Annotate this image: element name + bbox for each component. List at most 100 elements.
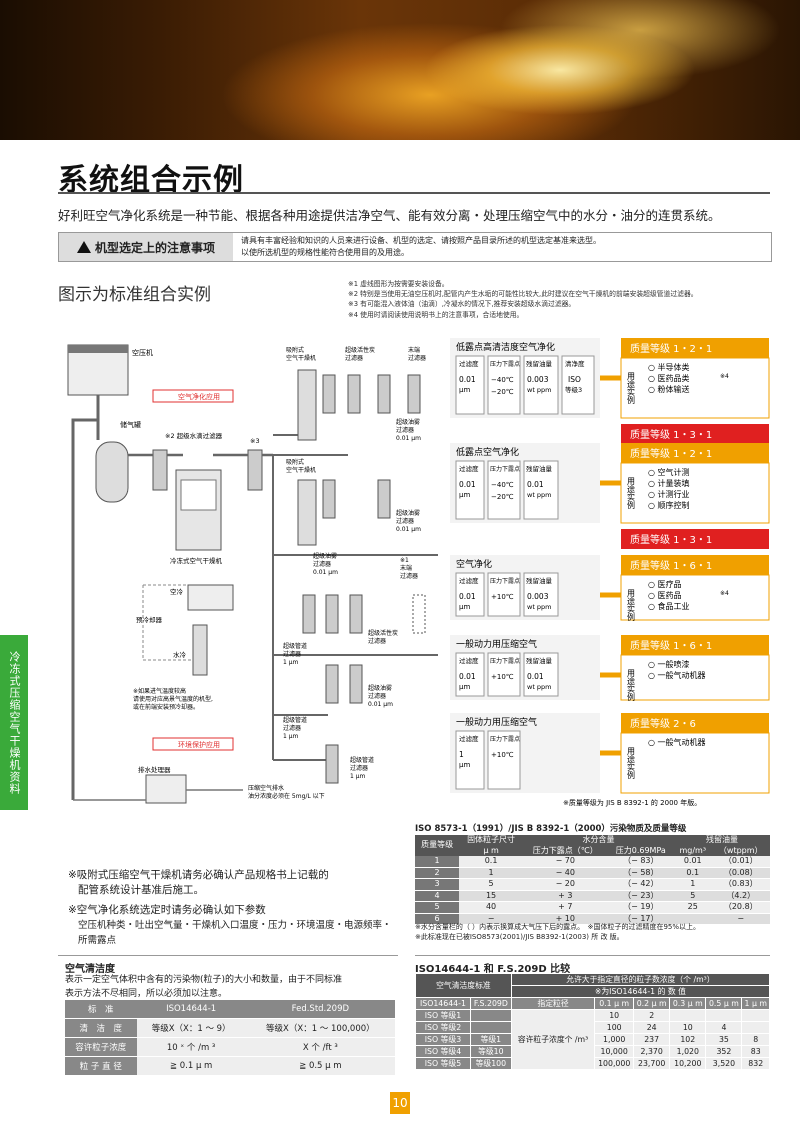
refrigerated-dryer: 冷冻式空气干燥机 bbox=[170, 469, 223, 565]
iso-cell: + 10 bbox=[555, 913, 575, 923]
spec-cell bbox=[487, 355, 521, 415]
svg-text:0.01 μm: 0.01 μm bbox=[396, 435, 421, 442]
svg-text:过滤器: 过滤器 bbox=[396, 426, 414, 434]
val-filt: 1 bbox=[459, 750, 464, 759]
svg-text:空气干燥机: 空气干燥机 bbox=[286, 466, 316, 474]
grade-top-box bbox=[621, 635, 769, 655]
note-3: ※3 有可能混入液体油（油滴）,冷凝水的情况下,推荐安装超级水滴过滤器。 bbox=[348, 300, 576, 309]
iso-cell: 0.01 bbox=[683, 856, 702, 865]
note-params: ※空气净化系统选定时请务必确认如下参数 空压机种类・吐出空气量・干燥机入口温度・… bbox=[68, 903, 392, 948]
iso-cell: 0.1 bbox=[686, 867, 700, 877]
intro-text: 好利旺空气净化系统是一种节能、根据各种用途提供洁净空气、能有效分离・处理压缩空气… bbox=[58, 208, 721, 223]
compare-cell: 35 bbox=[705, 1033, 743, 1046]
spec-cell bbox=[487, 652, 521, 697]
iso-cell: 15 bbox=[485, 890, 497, 900]
clean-cell: X 个 /ft ³ bbox=[245, 1037, 395, 1057]
svg-text:过滤器: 过滤器 bbox=[313, 560, 331, 568]
spec-title: 一般动力用压缩空气 bbox=[456, 716, 537, 728]
iso-cell: − bbox=[487, 913, 495, 923]
val-oil: 0.01 bbox=[527, 480, 544, 489]
svg-text:超级油雾: 超级油雾 bbox=[313, 552, 337, 560]
svg-text:超级油雾: 超级油雾 bbox=[396, 418, 420, 426]
svg-text:过滤器: 过滤器 bbox=[368, 692, 386, 700]
val-clean2: 等级3 bbox=[565, 385, 582, 394]
svg-text:过滤器: 过滤器 bbox=[283, 724, 301, 732]
svg-text:油分浓度必须在 5mg/L 以下: 油分浓度必须在 5mg/L 以下 bbox=[248, 792, 325, 800]
svg-text:0.01 μm: 0.01 μm bbox=[396, 526, 421, 533]
uses-box bbox=[620, 462, 770, 524]
section-subhead: 图示为标准组合实例 bbox=[58, 285, 211, 305]
th-oil: 残留油量 bbox=[705, 835, 738, 844]
grade-top-box bbox=[621, 713, 769, 733]
compare-cell: 23,700 bbox=[633, 1057, 671, 1070]
spec-cell bbox=[523, 572, 559, 617]
grade-bot: 质量等级 1・3・1 bbox=[630, 428, 712, 441]
svg-text:过滤器: 过滤器 bbox=[400, 572, 418, 580]
svg-text:※3: ※3 bbox=[250, 437, 260, 445]
clean-app-box bbox=[152, 389, 234, 403]
compare-cell: 2,370 bbox=[633, 1045, 671, 1058]
star4: ※4 bbox=[720, 373, 729, 380]
iso-table-title: ISO 8573-1（1991）/JIS B 8392-1（2000）污染物质及… bbox=[415, 824, 687, 834]
clean-desc-1: 表示一定空气体积中含有的污染物(粒子)的大小和数量，由于不同标准 bbox=[65, 975, 343, 985]
svg-text:超级油雾: 超级油雾 bbox=[396, 509, 420, 517]
receiver-tank: 储气罐 bbox=[95, 420, 141, 503]
compare-cell: 4 bbox=[705, 1021, 743, 1034]
spec-cell bbox=[455, 652, 485, 697]
side-tab: 冷冻式压缩空气干燥机资料 bbox=[0, 635, 28, 810]
iso-cell: 4 bbox=[415, 890, 460, 902]
notice-text: 请具有丰富经验和知识的人员来进行设备、机型的选定、请按照产品目录所述的机型选定基… bbox=[233, 233, 771, 261]
grade-top-box bbox=[621, 443, 769, 463]
svg-text:超级活性炭: 超级活性炭 bbox=[368, 629, 398, 637]
val-dew1: −40℃ bbox=[491, 481, 514, 489]
note-4: ※4 使用时请阅读使用说明书上的注意事项，合适地使用。 bbox=[348, 310, 524, 319]
grade-top: 质量等级 1・2・1 bbox=[630, 447, 712, 460]
svg-text:吸附式: 吸附式 bbox=[286, 458, 304, 466]
label-um: μm bbox=[459, 386, 470, 394]
clean-desc-2: 表示方法不尽相同，所以必须加以注意。 bbox=[65, 989, 228, 999]
svg-text:空气净化应用: 空气净化应用 bbox=[178, 392, 220, 401]
grade-top-box bbox=[621, 338, 769, 358]
clean-cell: 标 准 bbox=[65, 1000, 137, 1019]
svg-text:※1: ※1 bbox=[400, 557, 409, 564]
grade-top: 质量等级 2・6 bbox=[630, 717, 696, 730]
note-params-1: ※空气净化系统选定时请务必确认如下参数 bbox=[68, 904, 266, 916]
th-grade: 质量等级 bbox=[421, 840, 454, 850]
uses-box bbox=[620, 574, 770, 621]
compare-cell bbox=[741, 1009, 770, 1022]
th-water: 水分含量 bbox=[582, 835, 615, 844]
iso-cell: − 40 bbox=[555, 867, 575, 877]
notes-list: ※1 虚线图形为按需要安装设备。 ※2 特别是当使用无油空压机时,配管内产生水垢… bbox=[348, 279, 698, 320]
iso-row: 6−+ 10（− 17）− bbox=[415, 913, 770, 925]
val-dew2: −20℃ bbox=[491, 388, 514, 396]
label-dew: 压力下露点 bbox=[490, 577, 520, 585]
compressor-label: 空压机 bbox=[132, 348, 153, 357]
label-oil: 残留油量 bbox=[526, 464, 553, 473]
svg-text:排水处理器: 排水处理器 bbox=[138, 765, 171, 774]
compare-cell: 237 bbox=[633, 1033, 671, 1046]
label-um: μm bbox=[459, 491, 470, 499]
th-size: 1 μ m bbox=[741, 997, 770, 1010]
val-oil: 0.003 bbox=[527, 375, 549, 384]
grade-top: 质量等级 1・6・1 bbox=[630, 559, 712, 572]
label-oil: 残留油量 bbox=[526, 576, 553, 585]
svg-text:环境保护应用: 环境保护应用 bbox=[178, 740, 220, 749]
use-label: 用途实例 bbox=[627, 669, 636, 702]
compare-cell: 10,000 bbox=[594, 1045, 635, 1058]
clean-row: 粒 子 直 径≧ 0.1 μ m≧ 0.5 μ m bbox=[65, 1056, 395, 1076]
th-size: 0.3 μ m bbox=[669, 997, 707, 1010]
compare-cell: ISO 等级3 bbox=[415, 1033, 471, 1046]
uses-box bbox=[620, 654, 770, 701]
star4: ※4 bbox=[720, 590, 729, 597]
warning-icon bbox=[76, 241, 91, 253]
grade-top: 质量等级 1・6・1 bbox=[630, 639, 712, 652]
svg-text:超级油雾: 超级油雾 bbox=[368, 684, 392, 692]
water-drop-filter: ※2 超级水滴过滤器 bbox=[152, 431, 223, 491]
compare-cell: ISO 等级1 bbox=[415, 1009, 471, 1022]
header-banner-image bbox=[0, 0, 800, 140]
val-filt: 0.01 bbox=[459, 672, 476, 681]
th-size: 0.2 μ m bbox=[633, 997, 671, 1010]
